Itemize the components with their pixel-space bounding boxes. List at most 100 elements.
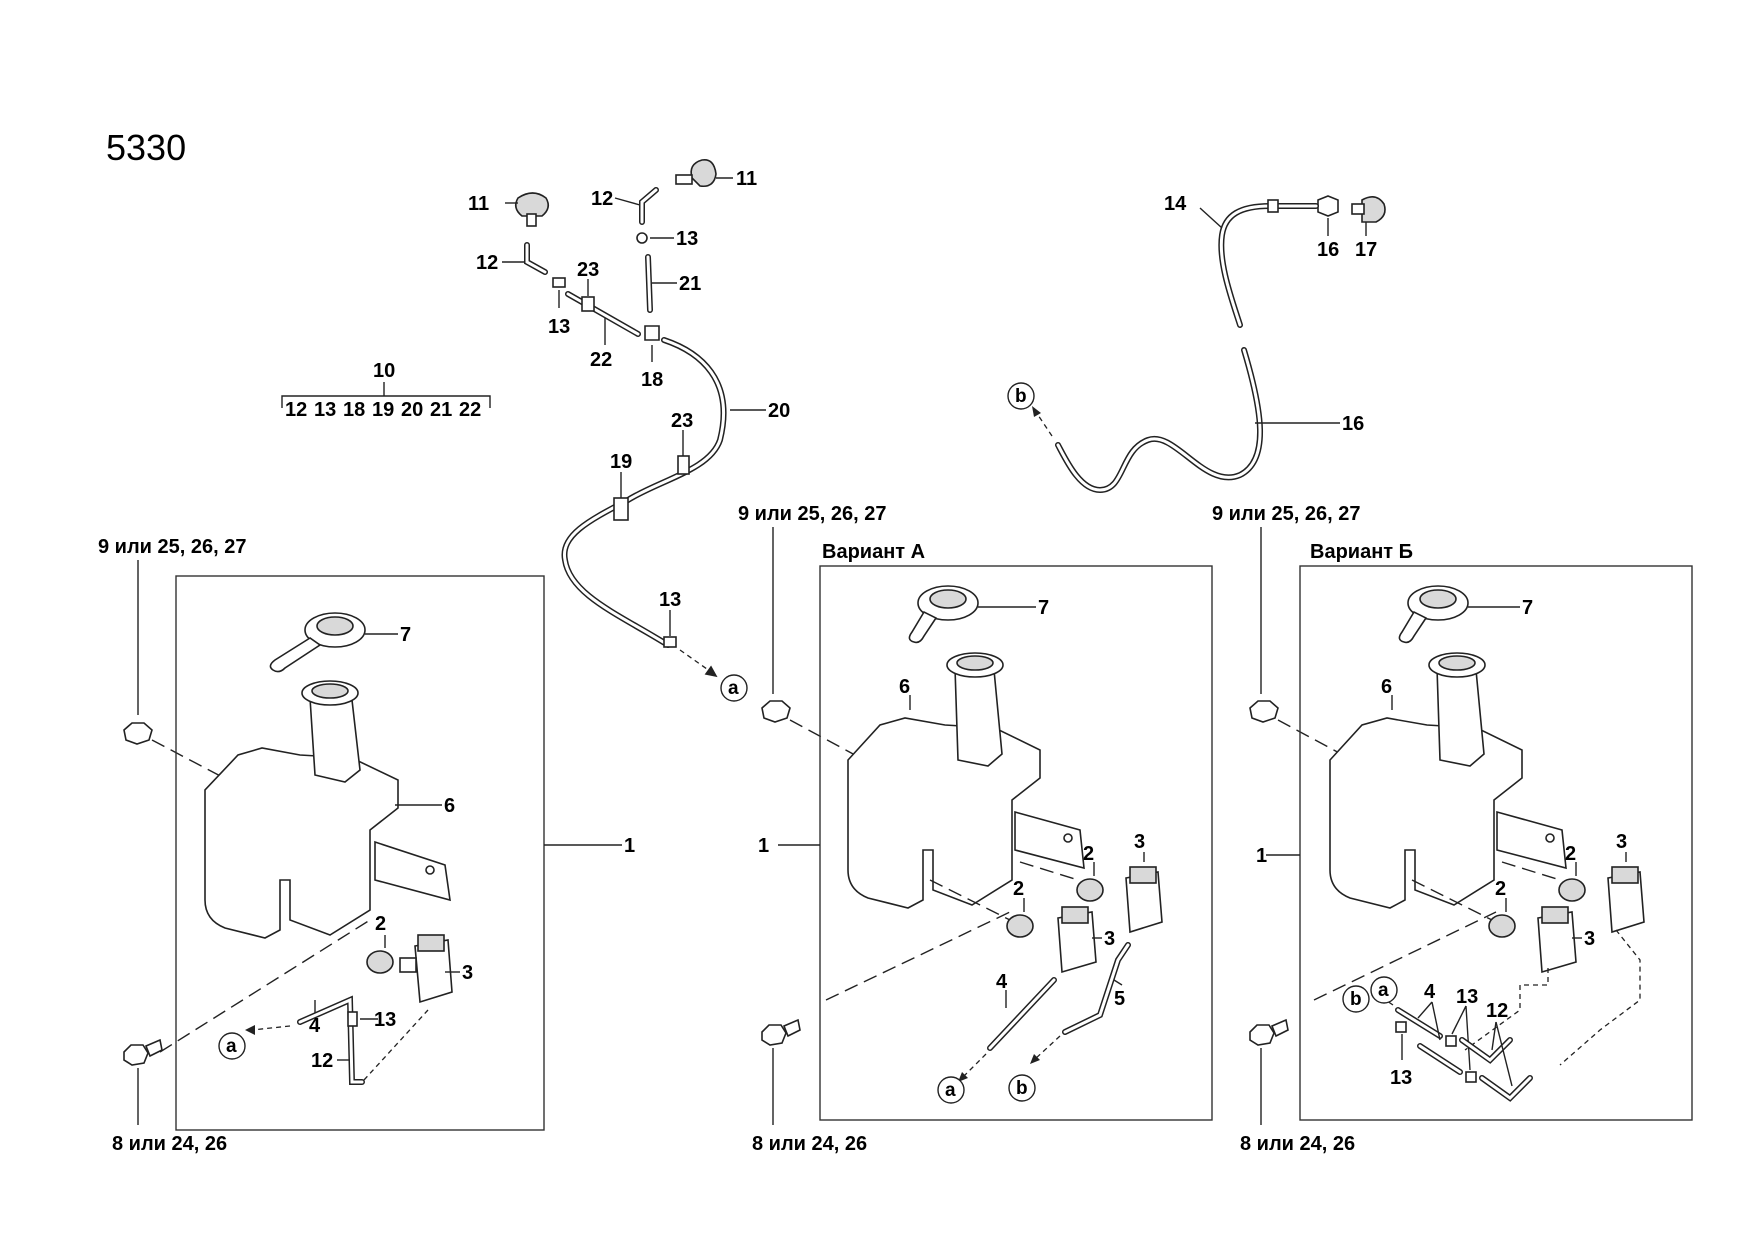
filler-cap-icon <box>908 585 979 644</box>
part-label-11: 11 <box>468 193 489 215</box>
panel-frame <box>175 575 545 1131</box>
part-label-13: 13 <box>659 589 681 611</box>
front-nozzle-hose-assembly: 11 11 12 13 21 12 13 <box>468 158 790 702</box>
set-member: 21 <box>430 399 452 421</box>
grommet-icon <box>366 950 394 974</box>
figure-number: 5330 <box>106 127 186 168</box>
part-label-1: 1 <box>1256 845 1267 867</box>
ref-letter-b: b <box>1015 386 1027 407</box>
grommet-icon <box>1558 878 1586 902</box>
rear-nozzle-hose-assembly: 17 16 14 16 b <box>1007 193 1386 494</box>
part-label-12: 12 <box>476 252 498 274</box>
reservoir-panel-variant-a: 9 или 25, 26, 27 Вариант А 7 6 1 <box>738 503 1213 1155</box>
part-label-17: 14 <box>1164 193 1187 215</box>
grommet-icon <box>1076 878 1104 902</box>
bolt-icon <box>123 1038 163 1066</box>
part-label-3: 3 <box>1134 831 1145 853</box>
part-label-20: 20 <box>768 400 790 422</box>
pump-motor-icon <box>1607 866 1645 934</box>
set-group-label: 10 <box>373 360 395 382</box>
bolt-icon <box>1249 1018 1289 1046</box>
grommet-icon <box>1006 914 1034 938</box>
pump-motor-icon <box>1537 906 1577 974</box>
bolt-label: 8 или 24, 26 <box>112 1133 227 1155</box>
ref-letter-a: a <box>1378 980 1389 1001</box>
reservoir-tank-icon <box>1329 652 1567 909</box>
reservoir-tank-icon <box>847 652 1085 909</box>
part-label-7: 7 <box>1522 597 1533 619</box>
part-label-13: 13 <box>676 228 698 250</box>
pump-motor-icon <box>1057 906 1097 974</box>
ref-letter-a: a <box>728 678 739 699</box>
panel-frame <box>1299 565 1693 1121</box>
nozzle-icon <box>514 192 550 227</box>
nut-label: 9 или 25, 26, 27 <box>738 503 887 525</box>
bolt-label: 8 или 24, 26 <box>1240 1133 1355 1155</box>
part-label-12: 12 <box>1486 1000 1508 1022</box>
variant-label-b: Вариант Б <box>1310 541 1413 563</box>
nut-icon <box>123 722 153 745</box>
part-label-4: 4 <box>1424 981 1436 1003</box>
nut-icon <box>1249 700 1279 723</box>
part-label-3: 3 <box>1104 928 1115 950</box>
nut-label: 9 или 25, 26, 27 <box>98 536 247 558</box>
pump-motor-icon <box>1125 866 1163 934</box>
part-label-2: 2 <box>1495 878 1506 900</box>
part-label-13: 13 <box>1390 1067 1412 1089</box>
part-label-15: 17 <box>1355 239 1377 261</box>
set-member: 18 <box>343 399 365 421</box>
reservoir-panel-variant-b: 9 или 25, 26, 27 Вариант Б 7 6 1 2 <box>1212 503 1693 1155</box>
part-label-14: 16 <box>1342 413 1364 435</box>
reservoir-panel-main: 9 или 25, 26, 27 7 6 1 2 <box>98 536 635 1155</box>
ref-letter-b: b <box>1350 989 1362 1010</box>
part-label-12: 12 <box>311 1050 333 1072</box>
set-member: 19 <box>372 399 394 421</box>
part-label-13: 13 <box>374 1009 396 1031</box>
bolt-icon <box>761 1018 801 1046</box>
part-label-12: 12 <box>591 188 613 210</box>
set-member: 22 <box>459 399 481 421</box>
ref-letter-a: a <box>945 1080 956 1101</box>
set-member: 12 <box>285 399 307 421</box>
part-label-1: 1 <box>758 835 769 857</box>
part-label-7: 7 <box>400 624 411 646</box>
part-label-2: 2 <box>1013 878 1024 900</box>
part-label-21: 21 <box>679 273 701 295</box>
part-label-6: 6 <box>1381 676 1392 698</box>
set-group: 10 12 13 18 19 20 21 22 <box>281 360 491 421</box>
nut-icon <box>761 700 791 723</box>
part-label-4: 4 <box>309 1015 321 1037</box>
part-label-6: 6 <box>444 795 455 817</box>
part-label-11: 11 <box>736 168 757 190</box>
reservoir-tank-icon <box>204 680 451 939</box>
part-label-3: 3 <box>462 962 473 984</box>
ref-letter-b: b <box>1016 1078 1028 1099</box>
panel-frame <box>819 565 1213 1121</box>
ref-letter-a: a <box>226 1036 237 1057</box>
part-label-2: 2 <box>1565 843 1576 865</box>
nozzle-icon <box>675 158 717 188</box>
part-label-6: 6 <box>899 676 910 698</box>
part-label-2: 2 <box>1083 843 1094 865</box>
part-label-4: 4 <box>996 971 1008 993</box>
part-label-23: 23 <box>577 259 599 281</box>
part-label-2: 2 <box>375 913 386 935</box>
filler-cap-icon <box>269 612 366 673</box>
bolt-label: 8 или 24, 26 <box>752 1133 867 1155</box>
part-label-23: 23 <box>671 410 693 432</box>
grommet-icon <box>1488 914 1516 938</box>
part-label-1: 1 <box>624 835 635 857</box>
part-label-18: 18 <box>641 369 663 391</box>
part-label-13: 13 <box>548 316 570 338</box>
part-label-19: 19 <box>610 451 632 473</box>
part-label-22: 22 <box>590 349 612 371</box>
variant-label-a: Вариант А <box>822 541 925 563</box>
set-member: 13 <box>314 399 336 421</box>
nut-label: 9 или 25, 26, 27 <box>1212 503 1361 525</box>
part-label-3: 3 <box>1616 831 1627 853</box>
part-label-3: 3 <box>1584 928 1595 950</box>
part-label-13: 13 <box>1456 986 1478 1008</box>
part-label-7: 7 <box>1038 597 1049 619</box>
part-label-5: 5 <box>1114 988 1125 1010</box>
